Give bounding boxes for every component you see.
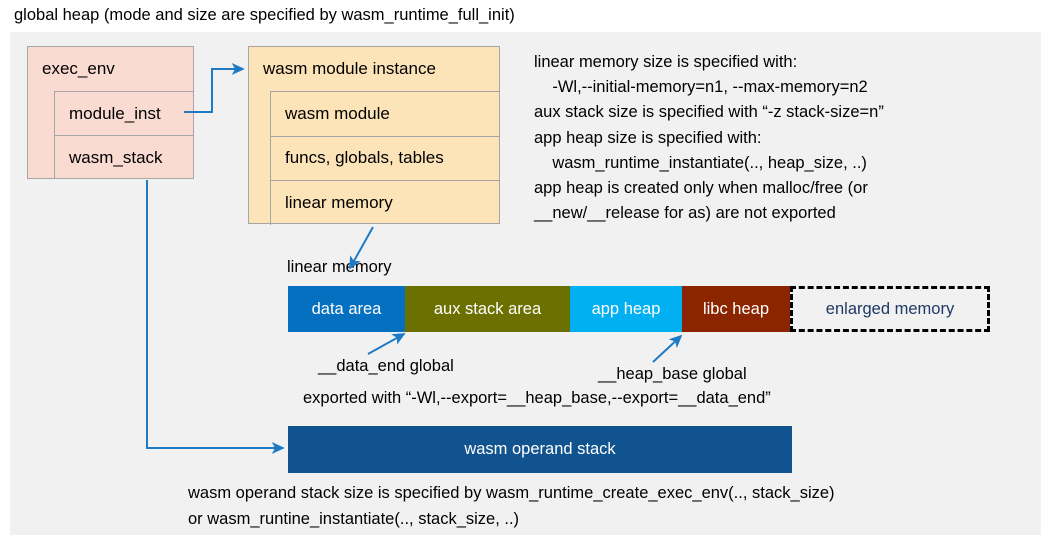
module-instance-gutter	[249, 91, 271, 225]
description-text: linear memory size is specified with: -W…	[534, 53, 884, 223]
wasm-module-instance-header: wasm module instance	[263, 59, 436, 78]
linear-memory-bar: data area aux stack area app heap libc h…	[288, 286, 990, 332]
memory-segment-aux-stack-area: aux stack area	[405, 286, 570, 332]
module-instance-rows: wasm module funcs, globals, tables linea…	[271, 91, 499, 225]
module-instance-rows-wrapper: wasm module funcs, globals, tables linea…	[249, 91, 499, 225]
memory-segment-app-heap: app heap	[570, 286, 682, 332]
operand-stack-note: wasm operand stack size is specified by …	[188, 484, 835, 528]
exec-env-gutter	[28, 91, 55, 179]
module-instance-row-wasm-module: wasm module	[271, 91, 499, 136]
page-title: global heap (mode and size are specified…	[14, 6, 515, 24]
exec-env-row-wasm-stack: wasm_stack	[55, 135, 193, 179]
memory-segment-data-area: data area	[288, 286, 405, 332]
wasm-operand-stack-box: wasm operand stack	[288, 426, 792, 473]
module-instance-row-linear-memory: linear memory	[271, 180, 499, 225]
exec-env-header: exec_env	[42, 59, 115, 78]
data-end-annotation: __data_end global	[318, 357, 454, 375]
exec-env-rows-wrapper: module_inst wasm_stack	[28, 91, 193, 179]
exec-env-row-module-inst: module_inst	[55, 91, 193, 135]
heap-base-annotation: __heap_base global	[598, 365, 747, 383]
exec-env-rows: module_inst wasm_stack	[55, 91, 193, 179]
module-instance-row-funcs-globals-tables: funcs, globals, tables	[271, 135, 499, 181]
exported-with-annotation: exported with “-Wl,--export=__heap_base,…	[303, 389, 771, 407]
linear-memory-label: linear memory	[287, 258, 392, 276]
memory-segment-enlarged-memory: enlarged memory	[790, 286, 990, 332]
memory-segment-libc-heap: libc heap	[682, 286, 790, 332]
wasm-module-instance-box: wasm module instance wasm module funcs, …	[248, 46, 500, 225]
exec-env-box: exec_env module_inst wasm_stack	[27, 46, 194, 179]
